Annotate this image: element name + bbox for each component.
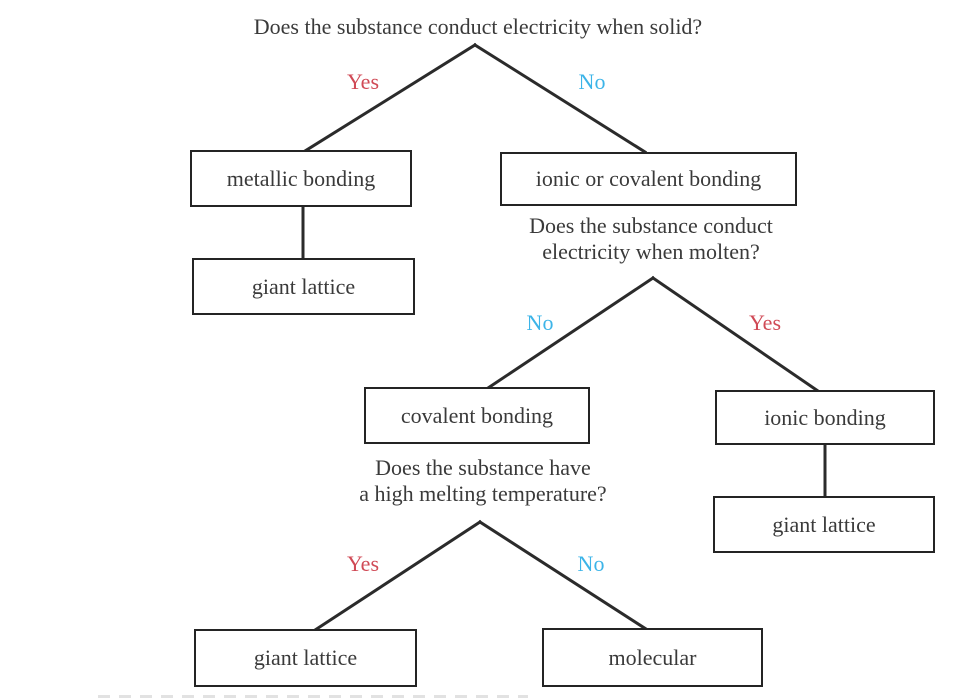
cropped-caption-artifact [98, 695, 528, 698]
branch-line-solid-yes [302, 42, 478, 154]
branch-label-no-molten: No [526, 310, 554, 335]
branch-line-melting-yes [312, 519, 483, 633]
question-conduct-molten: Does the substance conduct electricity w… [495, 213, 807, 265]
box-molecular: molecular [542, 628, 763, 687]
box-ionic-or-covalent-bonding: ionic or covalent bonding [500, 152, 797, 206]
box-giant-lattice-metallic: giant lattice [192, 258, 415, 315]
branch-line-solid-no [472, 42, 648, 155]
box-ionic-bonding: ionic bonding [715, 390, 935, 445]
box-metallic-bonding: metallic bonding [190, 150, 412, 207]
question-conduct-molten-line2: electricity when molten? [542, 239, 760, 264]
question-conduct-solid: Does the substance conduct electricity w… [253, 14, 703, 39]
question-melting-temperature-line2: a high melting temperature? [359, 481, 607, 506]
box-giant-lattice-ionic: giant lattice [713, 496, 935, 553]
branch-label-yes-molten: Yes [748, 310, 782, 335]
branch-line-molten-no [485, 275, 656, 391]
box-giant-lattice-high-melting: giant lattice [194, 629, 417, 687]
branch-label-yes-melting: Yes [346, 551, 380, 576]
question-conduct-molten-line1: Does the substance conduct [529, 213, 773, 238]
branch-line-melting-no [477, 519, 649, 632]
branch-label-yes-solid: Yes [346, 69, 380, 94]
branch-line-molten-yes [650, 275, 821, 394]
question-melting-temperature-line1: Does the substance have [375, 455, 591, 480]
question-melting-temperature: Does the substance have a high melting t… [328, 455, 638, 507]
branch-label-no-solid: No [578, 69, 606, 94]
box-covalent-bonding: covalent bonding [364, 387, 590, 444]
branch-label-no-melting: No [577, 551, 605, 576]
